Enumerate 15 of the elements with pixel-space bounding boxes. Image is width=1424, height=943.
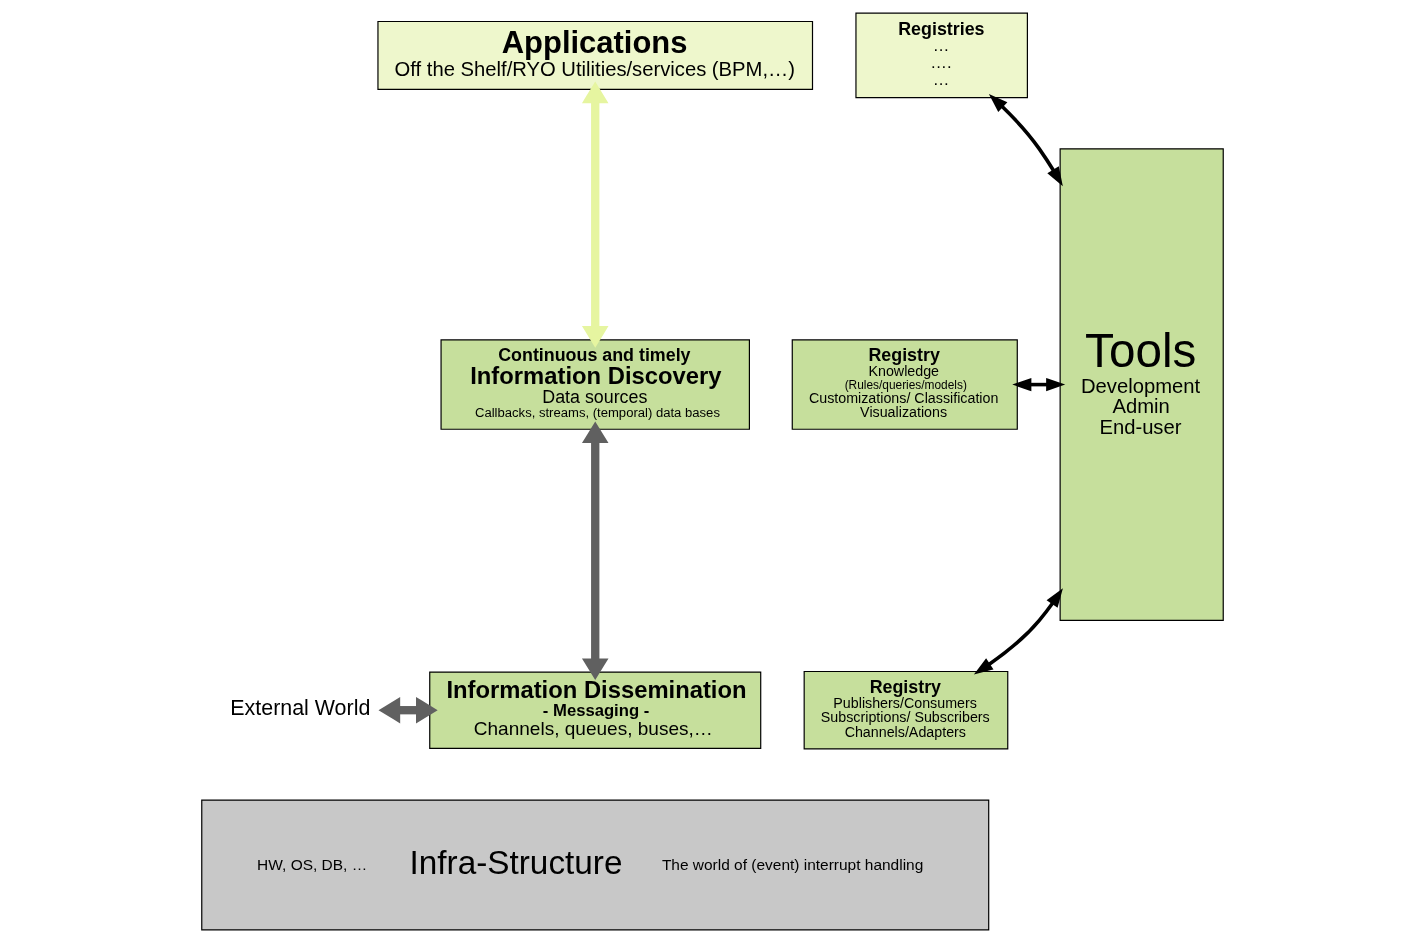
arrow (988, 94, 1063, 187)
node-box: HW, OS, DB, … Infra-Structure The world of (event) interrupt handling (200, 799, 989, 931)
node-box: Registry Publishers/Consumers Subscriptions/ Subscribers Channels/Adapters (803, 670, 1008, 750)
node-box: Registry Knowledge (Rules/queries/models) Customizations/ Classification Visualizations (791, 339, 1018, 430)
node-text: External World (229, 696, 370, 721)
arrow (581, 81, 608, 348)
arrow (973, 588, 1063, 675)
node-box: Applications Off the Shelf/RYO Utilities/services (BPM,…) (376, 20, 813, 90)
node-box: Registries … …. … (854, 12, 1028, 99)
node-box: Tools Development Admin End-user (1059, 148, 1224, 621)
arrow (378, 696, 438, 724)
node-box: Information Dissemination - Messaging - Channels, queues, buses,… (428, 671, 761, 749)
node-box: Continuous and timely Information Discovery Data sources Callbacks, streams, (temporal) data bases (439, 339, 750, 430)
arrow (1011, 377, 1065, 392)
arrow (581, 421, 608, 681)
